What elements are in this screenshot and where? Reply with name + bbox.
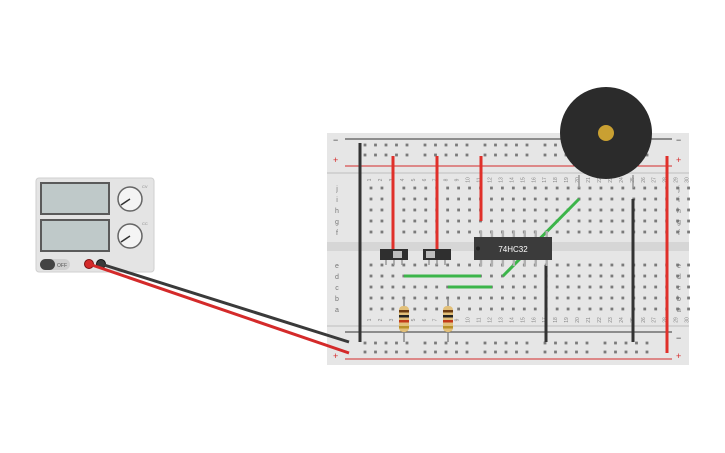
row-letter: i: [678, 197, 680, 204]
row-letter: j: [335, 186, 338, 193]
ic-74hc32[interactable]: 74HC32: [474, 231, 552, 266]
column-number: 9: [455, 178, 461, 181]
column-number: 10: [466, 317, 472, 323]
row-letter: b: [677, 296, 681, 303]
column-number: 14: [509, 317, 515, 323]
row-letter: e: [335, 263, 339, 270]
piezo-buzzer[interactable]: [560, 87, 652, 188]
column-number: 13: [498, 317, 504, 323]
current-display: [40, 219, 110, 252]
wire-supply-positive[interactable]: [88, 262, 350, 355]
column-number: 16: [531, 177, 537, 183]
column-number: 6: [422, 318, 428, 321]
row-letter: f: [678, 230, 680, 237]
column-number: 18: [553, 177, 559, 183]
column-number: 26: [641, 317, 647, 323]
row-letter: h: [335, 208, 339, 215]
chip-pins: [479, 231, 548, 266]
rail-plus-bottom-right: +: [676, 351, 681, 361]
column-number: 2: [378, 178, 384, 181]
column-number: 20: [575, 317, 581, 323]
column-number: 29: [674, 177, 680, 183]
column-number: 27: [652, 177, 658, 183]
column-number: 20: [575, 177, 581, 183]
column-number: 5: [411, 318, 417, 321]
current-knob-label: CC: [142, 221, 148, 226]
row-letter: g: [677, 219, 681, 226]
column-number: 13: [498, 177, 504, 183]
column-number: 23: [608, 177, 614, 183]
row-letter: d: [335, 274, 339, 281]
row-letter: b: [335, 296, 339, 303]
current-knob[interactable]: [117, 223, 143, 249]
resistor-2[interactable]: [443, 298, 453, 342]
voltage-display: [40, 182, 110, 215]
column-number: 23: [608, 317, 614, 323]
wire-supply-negative[interactable]: [100, 262, 350, 344]
rail-minus-top-left: −: [333, 135, 338, 145]
power-switch-label: OFF: [57, 263, 67, 269]
row-letter: f: [336, 230, 338, 237]
column-number: 21: [586, 317, 592, 323]
column-number: 1: [367, 318, 373, 321]
column-number: 9: [455, 318, 461, 321]
column-number: 15: [520, 317, 526, 323]
row-letter: i: [336, 197, 338, 204]
slide-switch-2[interactable]: [423, 249, 451, 265]
voltage-knob[interactable]: [117, 186, 143, 212]
row-letter: a: [677, 307, 681, 314]
voltage-knob-label: CV: [142, 184, 148, 189]
column-number: 6: [422, 178, 428, 181]
row-letter: g: [335, 219, 339, 226]
column-number: 8: [444, 178, 450, 181]
column-number: 27: [652, 317, 658, 323]
column-number: 14: [509, 177, 515, 183]
rail-plus-top-left: +: [333, 155, 338, 165]
power-supply[interactable]: CV CC OFF: [35, 177, 155, 273]
column-number: 29: [674, 317, 680, 323]
column-number: 17: [542, 177, 548, 183]
row-letter: a: [335, 307, 339, 314]
row-letter: j: [677, 186, 680, 193]
column-number: 7: [433, 318, 439, 321]
column-number: 24: [619, 317, 625, 323]
column-number: 22: [597, 317, 603, 323]
column-number: 11: [477, 317, 483, 322]
row-letter: c: [677, 285, 681, 292]
buzzer-center: [598, 125, 614, 141]
column-number: 18: [553, 317, 559, 323]
power-switch[interactable]: OFF: [40, 259, 70, 270]
column-number: 12: [487, 177, 493, 183]
row-letter: c: [335, 285, 339, 292]
resistor-1[interactable]: [399, 298, 409, 342]
column-number: 15: [520, 177, 526, 183]
column-number: 12: [487, 317, 493, 323]
row-letter: h: [677, 208, 681, 215]
column-number: 30: [685, 317, 691, 323]
column-number: 3: [389, 318, 395, 321]
column-number: 2: [378, 318, 384, 321]
row-letter: d: [677, 274, 681, 281]
column-number: 5: [411, 178, 417, 181]
rail-minus-bottom-right: −: [676, 333, 681, 343]
rail-plus-bottom-left: +: [333, 351, 338, 361]
rail-minus-top-right: −: [676, 135, 681, 145]
chip-label: 74HC32: [498, 245, 528, 254]
column-number: 1: [367, 178, 373, 181]
column-number: 19: [564, 177, 570, 183]
column-number: 26: [641, 177, 647, 183]
rail-plus-top-right: +: [676, 155, 681, 165]
column-number: 16: [531, 317, 537, 323]
slide-switch-1[interactable]: [380, 249, 408, 265]
column-number: 10: [466, 177, 472, 183]
column-number: 4: [400, 178, 406, 181]
column-number: 24: [619, 177, 625, 183]
column-number: 30: [685, 177, 691, 183]
column-number: 19: [564, 317, 570, 323]
column-number: 21: [586, 177, 592, 183]
row-letter: e: [677, 263, 681, 270]
column-number: 22: [597, 177, 603, 183]
